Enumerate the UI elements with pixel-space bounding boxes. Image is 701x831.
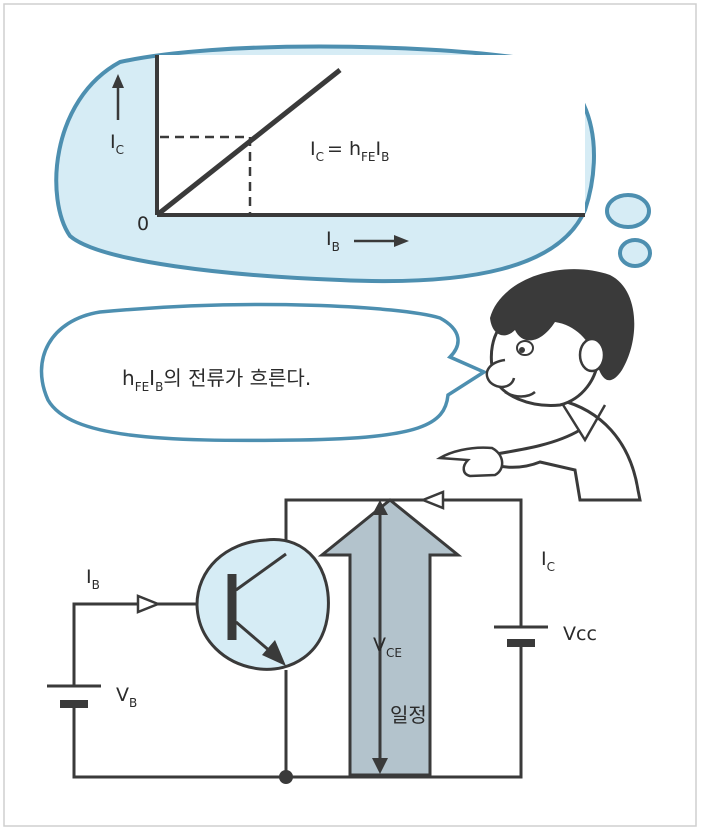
man-ear <box>578 337 606 373</box>
vce-big-arrow <box>317 498 463 777</box>
vce-inner-arrow-head-bottom <box>372 758 388 774</box>
man-pupil <box>519 347 525 353</box>
man-hand-icon <box>435 446 504 478</box>
ib-direction-arrow-icon <box>136 594 162 614</box>
graph-panel <box>157 55 585 215</box>
ib-label: IB <box>86 566 100 592</box>
speech-bubble: hFEIB의 전류가 흐른다. <box>39 302 488 443</box>
wire-top-rail <box>284 498 523 627</box>
vcc-label: Vcc <box>563 623 597 645</box>
man-collar <box>558 399 607 443</box>
page-frame <box>3 3 697 827</box>
vce-inner-arrow-head-top <box>372 500 388 515</box>
ic-label: IC <box>541 548 555 574</box>
x-axis-label: IB <box>326 228 340 254</box>
vb-label: VB <box>116 684 137 710</box>
ic-ib-graph: IC 0 IB IC= hFEIB <box>110 55 585 254</box>
transistor-circuit: IB VB IC Vcc VCE 일정 <box>47 490 597 784</box>
thought-dot-small <box>618 238 652 268</box>
man-nose <box>485 358 516 389</box>
speech-text: hFEIB의 전류가 흐른다. <box>122 366 311 394</box>
thought-dot-large <box>605 193 651 229</box>
transistor-body <box>195 538 330 671</box>
y-axis-label: IC <box>110 131 124 157</box>
ground-junction <box>279 770 293 784</box>
y-direction-arrow-icon <box>112 74 124 120</box>
origin-label: 0 <box>137 213 149 235</box>
ic-ib-line <box>155 68 342 217</box>
x-direction-arrow-icon <box>354 235 409 247</box>
constant-label: 일정 <box>390 703 427 727</box>
man-torso <box>484 398 642 502</box>
gain-equation: IC= hFEIB <box>310 138 389 164</box>
emitter-arrow-icon <box>262 640 286 666</box>
wire-bottom-rail <box>72 643 523 779</box>
speech-bubble-outline <box>39 302 488 443</box>
cartoon-man <box>435 269 642 502</box>
ic-direction-arrow-icon <box>419 490 445 510</box>
transistor-collector-lead <box>235 552 287 592</box>
man-eye <box>516 340 534 356</box>
wire-base-battery <box>72 602 197 686</box>
man-mouth <box>504 390 536 398</box>
thought-bubble <box>54 44 652 284</box>
vce-label: VCE <box>373 634 402 660</box>
